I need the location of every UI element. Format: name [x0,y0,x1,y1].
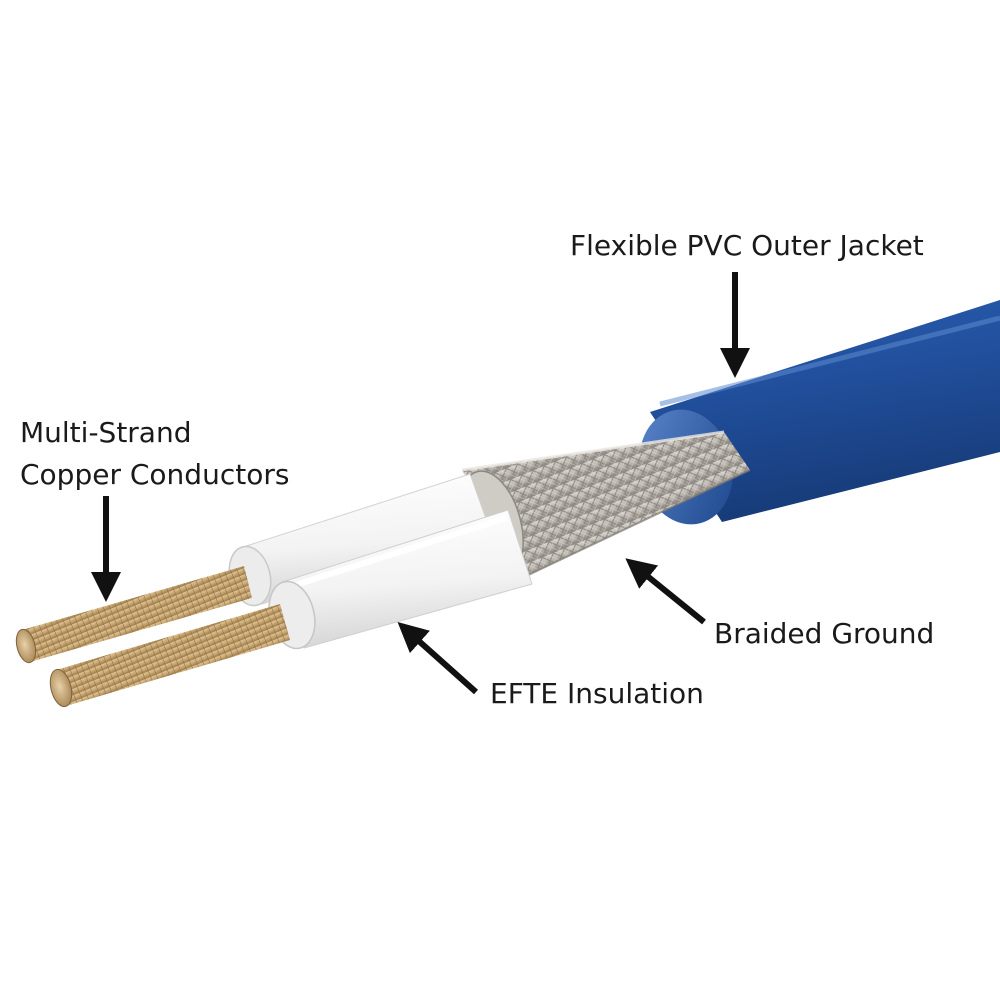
conductors-label-line2: Copper Conductors [20,458,289,491]
insulation-arrow [397,622,478,695]
braid-arrow [625,558,706,625]
copper-conductors [15,566,290,708]
braid-label: Braided Ground [714,617,934,650]
insulation-label: EFTE Insulation [490,677,704,710]
callout-arrows [91,272,750,695]
jacket-label: Flexible PVC Outer Jacket [570,229,924,262]
conductors-label-line1: Multi-Strand [20,416,192,449]
